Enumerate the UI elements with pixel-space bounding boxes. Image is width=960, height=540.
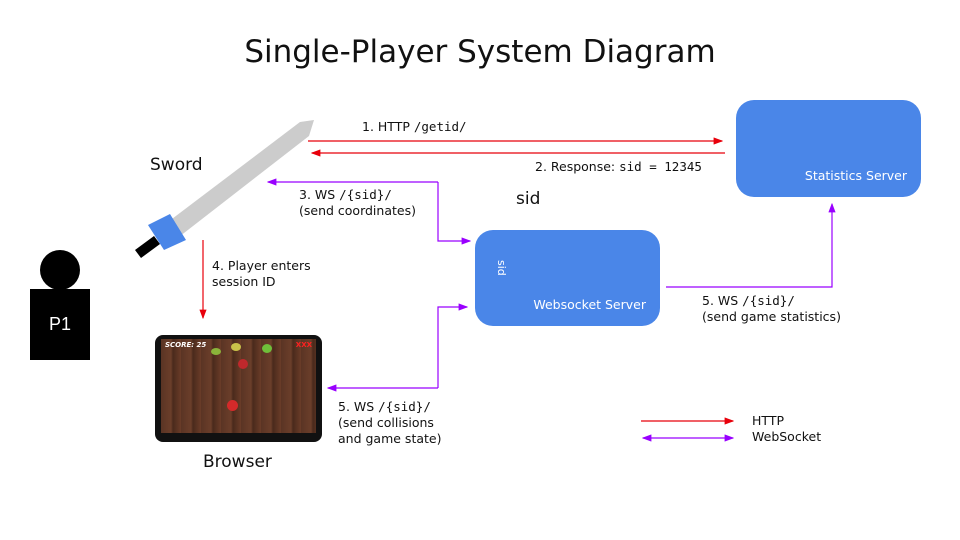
diagram-title: Single-Player System Diagram xyxy=(244,34,716,70)
edge-step3-desc: (send coordinates) xyxy=(299,203,416,218)
game-screenshot: SCORE: 25 XXX xyxy=(161,339,316,433)
edge-step5a-desc1: (send collisions xyxy=(338,415,434,430)
websocket-sid-label: sid xyxy=(495,260,508,276)
statistics-server-label: Statistics Server xyxy=(804,168,907,183)
edge-step5b-arrow xyxy=(666,202,836,288)
legend-websocket-label: WebSocket xyxy=(752,429,822,444)
edge-step5b-text: 5. WS xyxy=(702,293,743,308)
edge-step3-code: /{sid}/ xyxy=(339,187,392,202)
tomato-icon xyxy=(227,400,238,411)
player-head-icon xyxy=(40,250,80,290)
player-label: P1 xyxy=(48,314,72,334)
lime-icon xyxy=(262,344,272,353)
edge-step3-label: 3. WS /{sid}/ (send coordinates) xyxy=(299,187,416,219)
edge-step5a-code: /{sid}/ xyxy=(378,399,431,414)
edge-step3-text: 3. WS xyxy=(299,187,340,202)
edge-step2-text: 2. Response: xyxy=(535,159,620,174)
edge-step5b-label: 5. WS /{sid}/ (send game statistics) xyxy=(702,293,841,325)
sword-label: Sword xyxy=(150,155,203,175)
browser-node: SCORE: 25 XXX xyxy=(155,335,322,442)
edge-step4-line2: session ID xyxy=(212,274,276,289)
edge-step4-line1: 4. Player enters xyxy=(212,258,311,273)
legend-http-label: HTTP xyxy=(752,413,784,428)
edge-step1-code: /getid/ xyxy=(413,119,467,134)
edge-step3-arrow xyxy=(437,182,472,245)
statistics-server-node: Statistics Server xyxy=(736,100,921,197)
sword-icon xyxy=(135,120,314,258)
avocado-icon xyxy=(211,348,221,355)
edge-step5a-label: 5. WS /{sid}/ (send collisions and game … xyxy=(338,399,441,447)
websocket-server-node: sid Websocket Server xyxy=(475,230,660,326)
edge-step5a-arrow xyxy=(437,303,469,388)
browser-label: Browser xyxy=(203,452,272,472)
tomato-icon xyxy=(238,359,248,369)
sid-label: sid xyxy=(516,189,541,209)
edge-step5b-desc: (send game statistics) xyxy=(702,309,841,324)
edge-step4-label: 4. Player enters session ID xyxy=(212,258,311,290)
edge-step1-text: 1. HTTP xyxy=(362,119,414,134)
edge-step5b-code: /{sid}/ xyxy=(742,293,795,308)
game-score: SCORE: 25 xyxy=(165,341,207,349)
edge-step2-code: sid = 12345 xyxy=(619,159,702,174)
websocket-server-label: Websocket Server xyxy=(533,297,646,312)
avocado-icon xyxy=(231,343,241,351)
player-node: P1 xyxy=(30,289,90,360)
edge-step2-label: 2. Response: sid = 12345 xyxy=(535,159,702,175)
edge-step5a-text: 5. WS xyxy=(338,399,379,414)
game-lives: XXX xyxy=(295,341,312,349)
edge-step1-label: 1. HTTP /getid/ xyxy=(362,119,467,135)
edge-step5a-desc2: and game state) xyxy=(338,431,442,446)
